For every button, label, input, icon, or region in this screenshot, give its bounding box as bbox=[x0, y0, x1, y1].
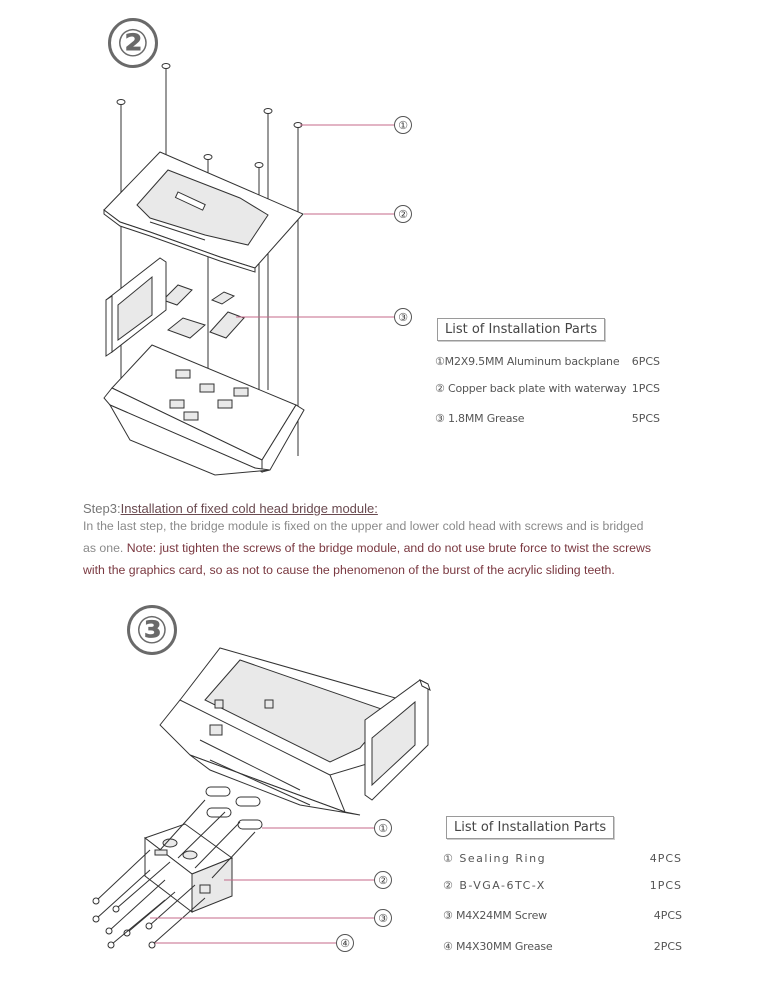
callout-1: ① bbox=[394, 116, 412, 134]
callout-b4: ④ bbox=[336, 934, 354, 952]
graphics-card-assembly bbox=[159, 647, 421, 816]
part-row-label: ③ M4X24MM Screw bbox=[443, 909, 547, 922]
graphics-card bbox=[103, 344, 305, 476]
copper-backplate bbox=[103, 151, 304, 273]
step3-note: Note: just tighten the screws of the bri… bbox=[126, 541, 652, 555]
part-row-label: ② B-VGA-6TC-X bbox=[443, 879, 546, 892]
part-row-qty: 1PCS bbox=[631, 382, 660, 395]
step-2-badge: ② bbox=[108, 18, 158, 68]
part-row-qty: 5PCS bbox=[631, 412, 660, 425]
step3-line-2-plain: as one. bbox=[83, 541, 127, 555]
step3-prefix: Step3: bbox=[83, 501, 121, 516]
part-row-label: ①M2X9.5MM Aluminum backplane bbox=[435, 355, 620, 368]
part-row-qty: 4PCS bbox=[653, 909, 682, 922]
io-bracket-bottom bbox=[364, 679, 431, 801]
parts-list-title: List of Installation Parts bbox=[437, 318, 606, 341]
callout-b2: ② bbox=[374, 871, 392, 889]
part-row-qty: 6PCS bbox=[631, 355, 660, 368]
callout-3: ③ bbox=[394, 308, 412, 326]
step3-line-2: as one. Note: just tighten the screws of… bbox=[83, 541, 651, 555]
step-3-badge: ③ bbox=[127, 605, 177, 655]
part-row-label: ④ M4X30MM Grease bbox=[443, 940, 553, 953]
step3-line-3: with the graphics card, so as not to cau… bbox=[83, 563, 615, 577]
callout-b3: ③ bbox=[374, 909, 392, 927]
part-row-qty: 4PCS bbox=[649, 852, 682, 865]
callout-2: ② bbox=[394, 205, 412, 223]
part-row-label: ③ 1.8MM Grease bbox=[435, 412, 525, 425]
part-row-label: ① Sealing Ring bbox=[443, 852, 547, 865]
parts-list-title: List of Installation Parts bbox=[446, 816, 615, 839]
bridge-module bbox=[143, 823, 234, 914]
part-row-label: ② Copper back plate with waterway bbox=[435, 382, 627, 395]
step3-heading: Step3:Installation of fixed cold head br… bbox=[83, 501, 378, 516]
step3-title: Installation of fixed cold head bridge m… bbox=[120, 501, 378, 516]
bottom-screws bbox=[92, 799, 256, 949]
step3-line-1: In the last step, the bridge module is f… bbox=[83, 519, 644, 533]
callout-b1: ① bbox=[374, 819, 392, 837]
io-bracket bbox=[105, 257, 167, 357]
thermal-pads bbox=[162, 284, 245, 339]
part-row-qty: 1PCS bbox=[649, 879, 682, 892]
part-row-qty: 2PCS bbox=[653, 940, 682, 953]
